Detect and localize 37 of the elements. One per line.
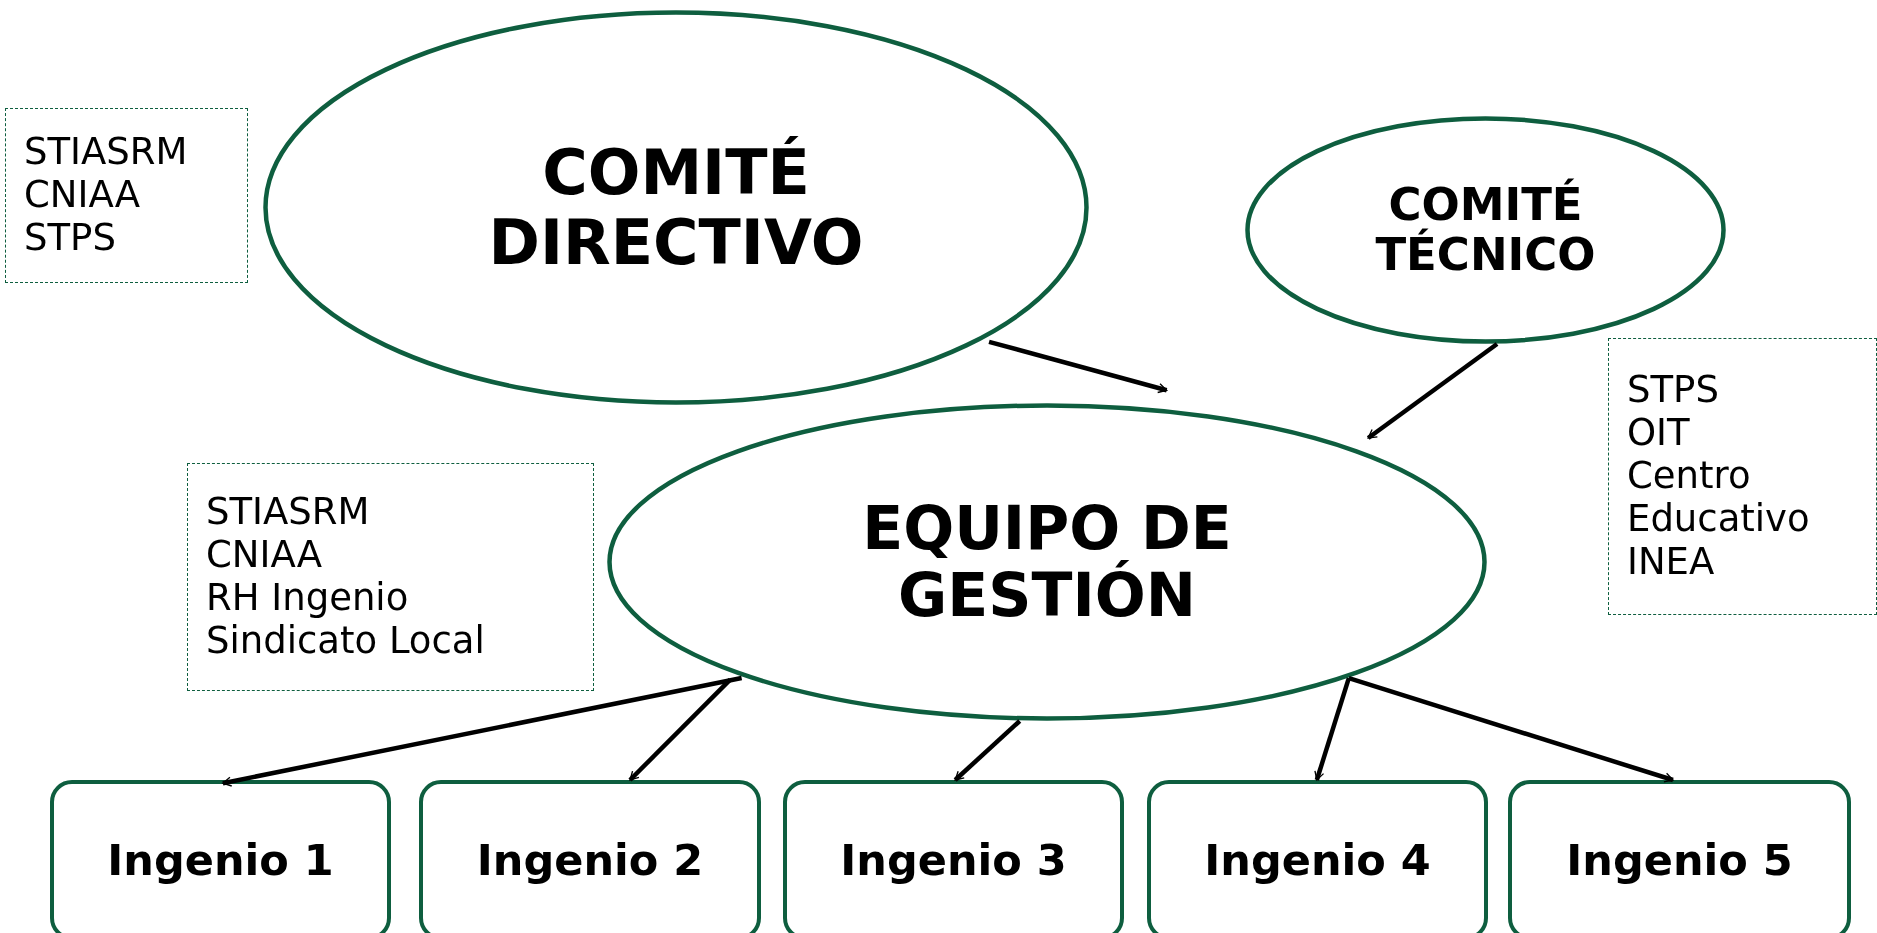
member-name: OIT bbox=[1627, 412, 1690, 456]
ellipse-title: COMITÉ TÉCNICO bbox=[1374, 179, 1597, 281]
arrow bbox=[1366, 342, 1499, 440]
note-box bbox=[5, 108, 248, 283]
box-label: Ingenio 2 bbox=[476, 835, 704, 885]
ellipse-title: COMITÉ DIRECTIVO bbox=[487, 138, 865, 277]
member-name: Centro Educativo bbox=[1627, 455, 1811, 541]
rounded-box bbox=[783, 780, 1124, 933]
arrow bbox=[222, 675, 743, 787]
member-name: STPS bbox=[1627, 369, 1719, 413]
box-label: Ingenio 4 bbox=[1204, 835, 1431, 885]
arrow bbox=[1348, 675, 1674, 783]
arrow bbox=[953, 719, 1022, 782]
member-name: CNIAA bbox=[24, 174, 141, 217]
box-label: Ingenio 1 bbox=[107, 835, 334, 885]
arrow bbox=[628, 678, 732, 782]
ellipse-node bbox=[1245, 116, 1726, 344]
ellipse-node bbox=[263, 10, 1089, 405]
box-label: Ingenio 5 bbox=[1566, 835, 1793, 885]
box-label: Ingenio 3 bbox=[840, 835, 1067, 885]
note-box bbox=[1608, 338, 1877, 615]
member-name: INEA bbox=[1627, 540, 1715, 584]
member-name: Sindicato Local bbox=[206, 619, 485, 663]
member-name: STIASRM bbox=[206, 491, 370, 535]
ellipse-title: EQUIPO DE GESTIÓN bbox=[861, 494, 1233, 630]
arrow bbox=[988, 339, 1168, 394]
member-name: STIASRM bbox=[24, 131, 188, 175]
rounded-box bbox=[50, 780, 391, 933]
rounded-box bbox=[419, 780, 761, 933]
ellipse-node bbox=[607, 403, 1487, 721]
member-name: CNIAA bbox=[206, 534, 323, 577]
member-name: STPS bbox=[24, 216, 116, 260]
arrow bbox=[1314, 677, 1351, 781]
rounded-box bbox=[1147, 780, 1488, 933]
note-box bbox=[187, 463, 594, 691]
member-name: RH Ingenio bbox=[206, 577, 409, 620]
rounded-box bbox=[1508, 780, 1851, 933]
